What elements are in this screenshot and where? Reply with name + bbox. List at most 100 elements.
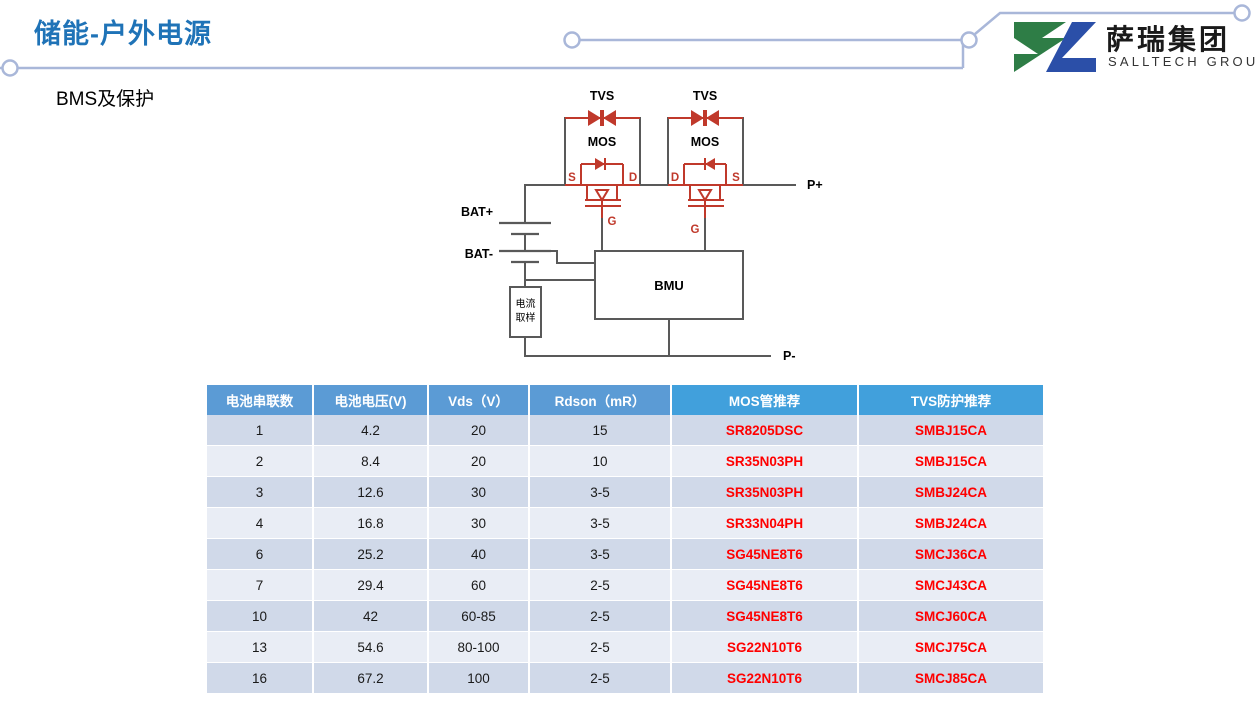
deco-circle-mid bbox=[563, 31, 581, 49]
cell-mos-part: SR33N04PH bbox=[671, 507, 859, 539]
cell-mos-part: SR8205DSC bbox=[671, 415, 859, 446]
cell-tvs-part: SMCJ60CA bbox=[858, 600, 1043, 632]
cell-vds: 40 bbox=[428, 538, 530, 570]
cell-series-count: 13 bbox=[207, 631, 314, 663]
cell-vds: 60-85 bbox=[428, 600, 530, 632]
mos-tvs-selection-table: 电池串联数 电池电压(V) Vds（V） Rdson（mR） MOS管推荐 TV… bbox=[207, 385, 1043, 694]
cell-vds: 20 bbox=[428, 415, 530, 446]
label-mos-right-source: S bbox=[732, 172, 740, 184]
cell-tvs-part: SMBJ15CA bbox=[858, 445, 1043, 477]
table-row: 4 16.8 30 3-5 SR33N04PH SMBJ24CA bbox=[207, 507, 1043, 539]
header-decoration bbox=[0, 4, 1251, 77]
cell-series-count: 7 bbox=[207, 569, 314, 601]
table-row: 10 42 60-85 2-5 SG45NE8T6 SMCJ60CA bbox=[207, 600, 1043, 632]
cell-tvs-part: SMCJ43CA bbox=[858, 569, 1043, 601]
table-row: 3 12.6 30 3-5 SR35N03PH SMBJ24CA bbox=[207, 476, 1043, 508]
label-mos-right: MOS bbox=[691, 135, 719, 149]
cell-series-count: 6 bbox=[207, 538, 314, 570]
cell-tvs-part: SMBJ15CA bbox=[858, 415, 1043, 446]
label-tvs-left: TVS bbox=[590, 89, 614, 103]
bms-circuit-diagram: TVS TVS MOS MOS S D G D S G BAT+ BAT- P+… bbox=[461, 89, 823, 363]
tvs-diode-right-icon bbox=[668, 110, 743, 126]
label-shunt-line1: 电流 bbox=[516, 297, 536, 310]
table-row: 16 67.2 100 2-5 SG22N10T6 SMCJ85CA bbox=[207, 662, 1043, 694]
column-header-series-count: 电池串联数 bbox=[207, 385, 314, 415]
cell-series-count: 3 bbox=[207, 476, 314, 508]
label-shunt-line2: 取样 bbox=[516, 311, 536, 324]
label-p-plus: P+ bbox=[807, 178, 823, 192]
cell-tvs-part: SMCJ85CA bbox=[858, 662, 1043, 694]
cell-battery-voltage: 4.2 bbox=[313, 415, 429, 446]
cell-vds: 60 bbox=[428, 569, 530, 601]
cell-series-count: 1 bbox=[207, 415, 314, 446]
cell-battery-voltage: 42 bbox=[313, 600, 429, 632]
table-row: 6 25.2 40 3-5 SG45NE8T6 SMCJ36CA bbox=[207, 538, 1043, 570]
label-bat-plus: BAT+ bbox=[461, 205, 493, 219]
column-header-battery-voltage: 电池电压(V) bbox=[313, 385, 429, 415]
cell-battery-voltage: 8.4 bbox=[313, 445, 429, 477]
cell-tvs-part: SMCJ36CA bbox=[858, 538, 1043, 570]
cell-mos-part: SG45NE8T6 bbox=[671, 600, 859, 632]
cell-battery-voltage: 54.6 bbox=[313, 631, 429, 663]
cell-rdson: 2-5 bbox=[529, 631, 672, 663]
label-tvs-right: TVS bbox=[693, 89, 717, 103]
cell-rdson: 2-5 bbox=[529, 662, 672, 694]
column-header-mos-recommendation: MOS管推荐 bbox=[671, 385, 859, 415]
cell-series-count: 4 bbox=[207, 507, 314, 539]
cell-vds: 30 bbox=[428, 507, 530, 539]
cell-battery-voltage: 12.6 bbox=[313, 476, 429, 508]
label-mos-right-drain: D bbox=[671, 172, 679, 184]
logo-chinese-name: 萨瑞集团 bbox=[1106, 23, 1231, 56]
table-row: 2 8.4 20 10 SR35N03PH SMBJ15CA bbox=[207, 445, 1043, 477]
cell-series-count: 2 bbox=[207, 445, 314, 477]
cell-vds: 30 bbox=[428, 476, 530, 508]
cell-rdson: 10 bbox=[529, 445, 672, 477]
cell-vds: 100 bbox=[428, 662, 530, 694]
cell-rdson: 3-5 bbox=[529, 476, 672, 508]
cell-vds: 80-100 bbox=[428, 631, 530, 663]
deco-circle-junction bbox=[960, 31, 978, 49]
cell-mos-part: SG22N10T6 bbox=[671, 662, 859, 694]
table-row: 1 4.2 20 15 SR8205DSC SMBJ15CA bbox=[207, 415, 1043, 446]
label-bat-minus: BAT- bbox=[465, 247, 493, 261]
tvs-diode-left-icon bbox=[565, 110, 640, 126]
table-header-row: 电池串联数 电池电压(V) Vds（V） Rdson（mR） MOS管推荐 TV… bbox=[207, 385, 1043, 415]
logo-english-name: SALLTECH GROUP bbox=[1108, 54, 1257, 69]
cell-series-count: 16 bbox=[207, 662, 314, 694]
label-mos-left: MOS bbox=[588, 135, 616, 149]
cell-tvs-part: SMBJ24CA bbox=[858, 507, 1043, 539]
page-title: 储能-户外电源 bbox=[34, 19, 212, 49]
label-bmu: BMU bbox=[654, 278, 684, 293]
cell-mos-part: SG22N10T6 bbox=[671, 631, 859, 663]
logo-mark-icon bbox=[1014, 22, 1096, 72]
cell-battery-voltage: 67.2 bbox=[313, 662, 429, 694]
cell-mos-part: SG45NE8T6 bbox=[671, 538, 859, 570]
label-mos-left-drain: D bbox=[629, 172, 637, 184]
column-header-vds: Vds（V） bbox=[428, 385, 530, 415]
column-header-tvs-recommendation: TVS防护推荐 bbox=[858, 385, 1043, 415]
label-mos-left-source: S bbox=[568, 172, 576, 184]
section-subtitle: BMS及保护 bbox=[56, 89, 155, 110]
cell-rdson: 2-5 bbox=[529, 600, 672, 632]
cell-mos-part: SG45NE8T6 bbox=[671, 569, 859, 601]
column-header-rdson: Rdson（mR） bbox=[529, 385, 672, 415]
cell-battery-voltage: 29.4 bbox=[313, 569, 429, 601]
cell-mos-part: SR35N03PH bbox=[671, 445, 859, 477]
cell-mos-part: SR35N03PH bbox=[671, 476, 859, 508]
cell-rdson: 3-5 bbox=[529, 538, 672, 570]
deco-circle-right bbox=[1233, 4, 1251, 22]
cell-battery-voltage: 25.2 bbox=[313, 538, 429, 570]
cell-tvs-part: SMCJ75CA bbox=[858, 631, 1043, 663]
cell-vds: 20 bbox=[428, 445, 530, 477]
cell-battery-voltage: 16.8 bbox=[313, 507, 429, 539]
cell-rdson: 2-5 bbox=[529, 569, 672, 601]
deco-circle-left bbox=[1, 59, 19, 77]
table-row: 13 54.6 80-100 2-5 SG22N10T6 SMCJ75CA bbox=[207, 631, 1043, 663]
cell-rdson: 15 bbox=[529, 415, 672, 446]
cell-rdson: 3-5 bbox=[529, 507, 672, 539]
cell-tvs-part: SMBJ24CA bbox=[858, 476, 1043, 508]
label-mos-left-gate: G bbox=[608, 216, 617, 228]
table-row: 7 29.4 60 2-5 SG45NE8T6 SMCJ43CA bbox=[207, 569, 1043, 601]
company-logo: 萨瑞集团 SALLTECH GROUP bbox=[1012, 16, 1257, 78]
